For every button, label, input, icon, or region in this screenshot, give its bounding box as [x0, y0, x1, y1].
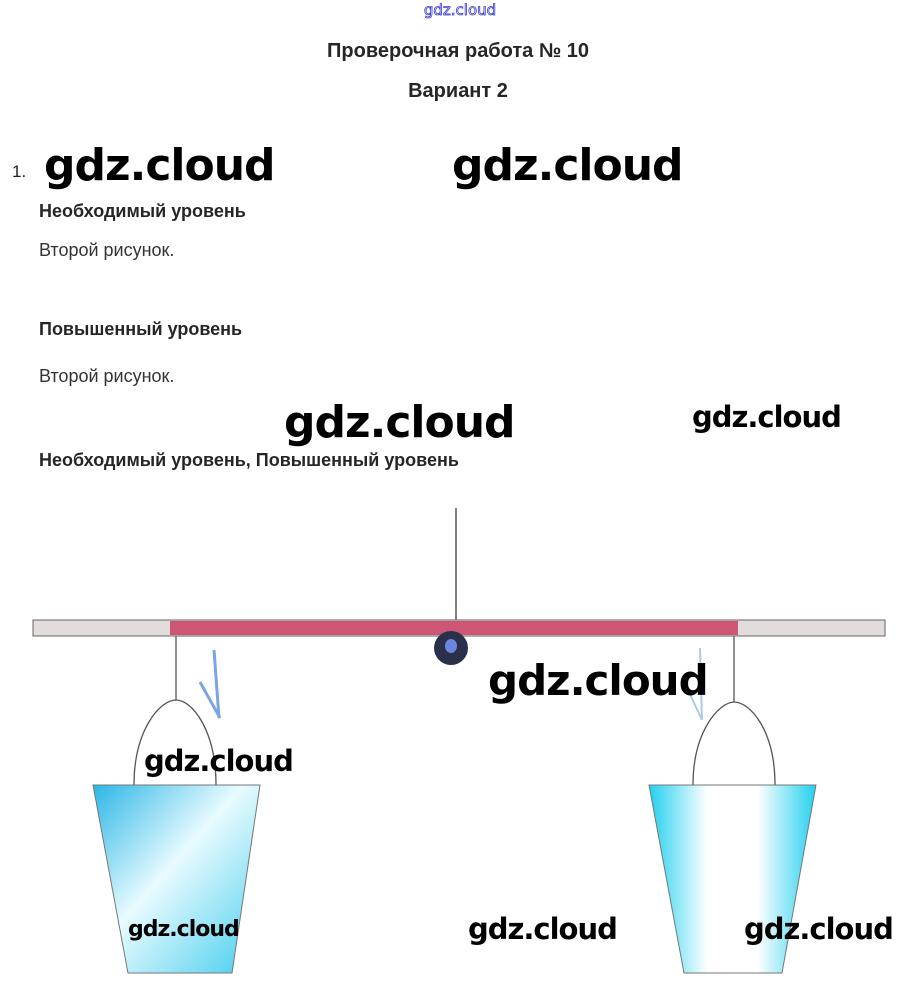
watermark: gdz.cloud — [128, 917, 240, 942]
watermark: gdz.cloud — [44, 140, 276, 191]
force-arrow-right — [687, 647, 703, 721]
watermark: gdz.cloud — [144, 744, 294, 778]
section-answer-advanced: Второй рисунок. — [39, 366, 175, 386]
task-number: 1. — [12, 162, 27, 181]
watermark: gdz.cloud — [744, 912, 894, 946]
force-arrow-left — [198, 649, 222, 719]
left-bucket — [92, 784, 261, 974]
section-heading-required: Необходимый уровень — [39, 201, 246, 221]
left-bucket-handle — [133, 699, 217, 786]
figure-heading: Необходимый уровень, Повышенный уровень — [39, 450, 459, 470]
watermark: gdz.cloud — [284, 397, 516, 448]
right-bucket — [648, 784, 817, 974]
page-title: Проверочная работа № 10 — [327, 40, 589, 62]
watermark: gdz.cloud — [488, 656, 709, 705]
watermark: gdz.cloud — [452, 140, 684, 191]
watermark: gdz.cloud — [692, 400, 842, 434]
watermark-top: gdz.cloud — [423, 1, 497, 20]
right-bucket-handle — [692, 701, 776, 786]
lever-highlight — [170, 621, 738, 635]
watermark: gdz.cloud — [468, 912, 618, 946]
section-answer-required: Второй рисунок. — [39, 240, 175, 260]
section-heading-advanced: Повышенный уровень — [39, 319, 243, 339]
variant-title: Вариант 2 — [408, 80, 508, 102]
